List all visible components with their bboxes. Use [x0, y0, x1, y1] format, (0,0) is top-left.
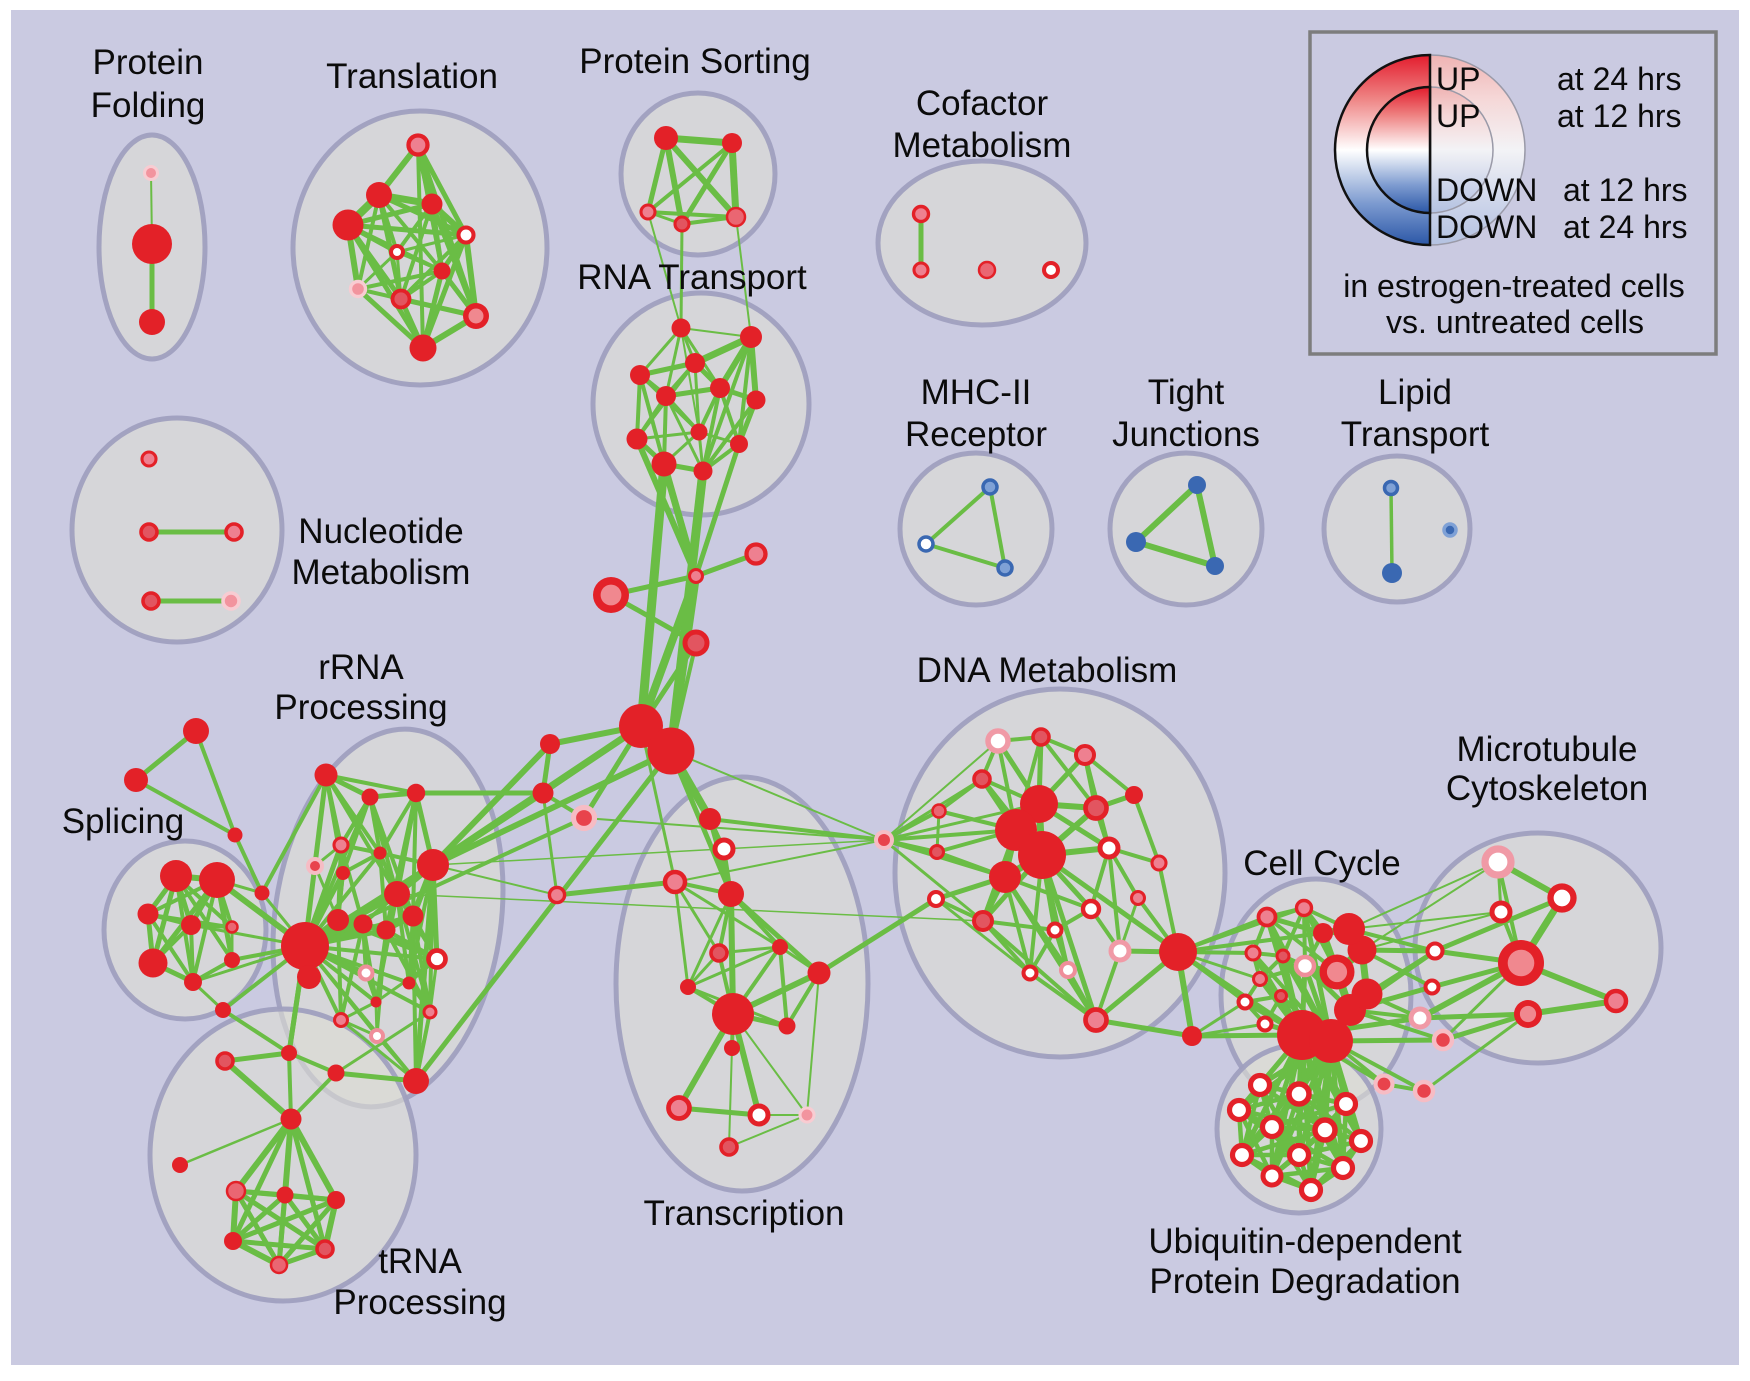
svg-text:Protein Sorting: Protein Sorting — [579, 42, 811, 81]
svg-text:DNA Metabolism: DNA Metabolism — [917, 651, 1178, 690]
svg-text:DOWN: DOWN — [1436, 209, 1537, 245]
svg-text:tRNA: tRNA — [378, 1242, 462, 1281]
svg-text:vs. untreated cells: vs. untreated cells — [1386, 304, 1644, 340]
svg-text:RNA Transport: RNA Transport — [577, 258, 807, 297]
svg-text:Metabolism: Metabolism — [292, 553, 471, 592]
svg-text:Cofactor: Cofactor — [916, 84, 1049, 123]
svg-text:Protein Degradation: Protein Degradation — [1149, 1262, 1460, 1301]
svg-text:Processing: Processing — [333, 1283, 506, 1322]
svg-text:rRNA: rRNA — [318, 648, 404, 687]
svg-text:Receptor: Receptor — [905, 415, 1047, 454]
svg-text:at 24 hrs: at 24 hrs — [1563, 209, 1688, 245]
svg-text:MHC-II: MHC-II — [921, 373, 1032, 412]
svg-text:UP: UP — [1436, 98, 1480, 134]
svg-text:UP: UP — [1436, 61, 1480, 97]
svg-text:at 12 hrs: at 12 hrs — [1563, 172, 1688, 208]
svg-text:at 12 hrs: at 12 hrs — [1557, 98, 1682, 134]
svg-text:Processing: Processing — [274, 688, 447, 727]
svg-text:Metabolism: Metabolism — [893, 126, 1072, 165]
svg-text:at 24 hrs: at 24 hrs — [1557, 61, 1682, 97]
svg-text:Protein: Protein — [93, 43, 204, 82]
svg-text:Transcription: Transcription — [644, 1194, 845, 1233]
svg-text:Folding: Folding — [91, 86, 206, 125]
svg-text:Microtubule: Microtubule — [1457, 730, 1638, 769]
svg-text:Tight: Tight — [1148, 373, 1225, 412]
svg-text:in estrogen-treated cells: in estrogen-treated cells — [1343, 268, 1685, 304]
svg-text:Nucleotide: Nucleotide — [298, 512, 463, 551]
svg-text:Lipid: Lipid — [1378, 373, 1452, 412]
svg-text:Splicing: Splicing — [62, 802, 185, 841]
svg-text:DOWN: DOWN — [1436, 172, 1537, 208]
svg-text:Cytoskeleton: Cytoskeleton — [1446, 769, 1648, 808]
svg-text:Cell Cycle: Cell Cycle — [1243, 844, 1401, 883]
svg-text:Junctions: Junctions — [1112, 415, 1260, 454]
svg-text:Transport: Transport — [1341, 415, 1490, 454]
svg-text:Ubiquitin-dependent: Ubiquitin-dependent — [1148, 1222, 1462, 1261]
svg-text:Translation: Translation — [326, 57, 498, 96]
